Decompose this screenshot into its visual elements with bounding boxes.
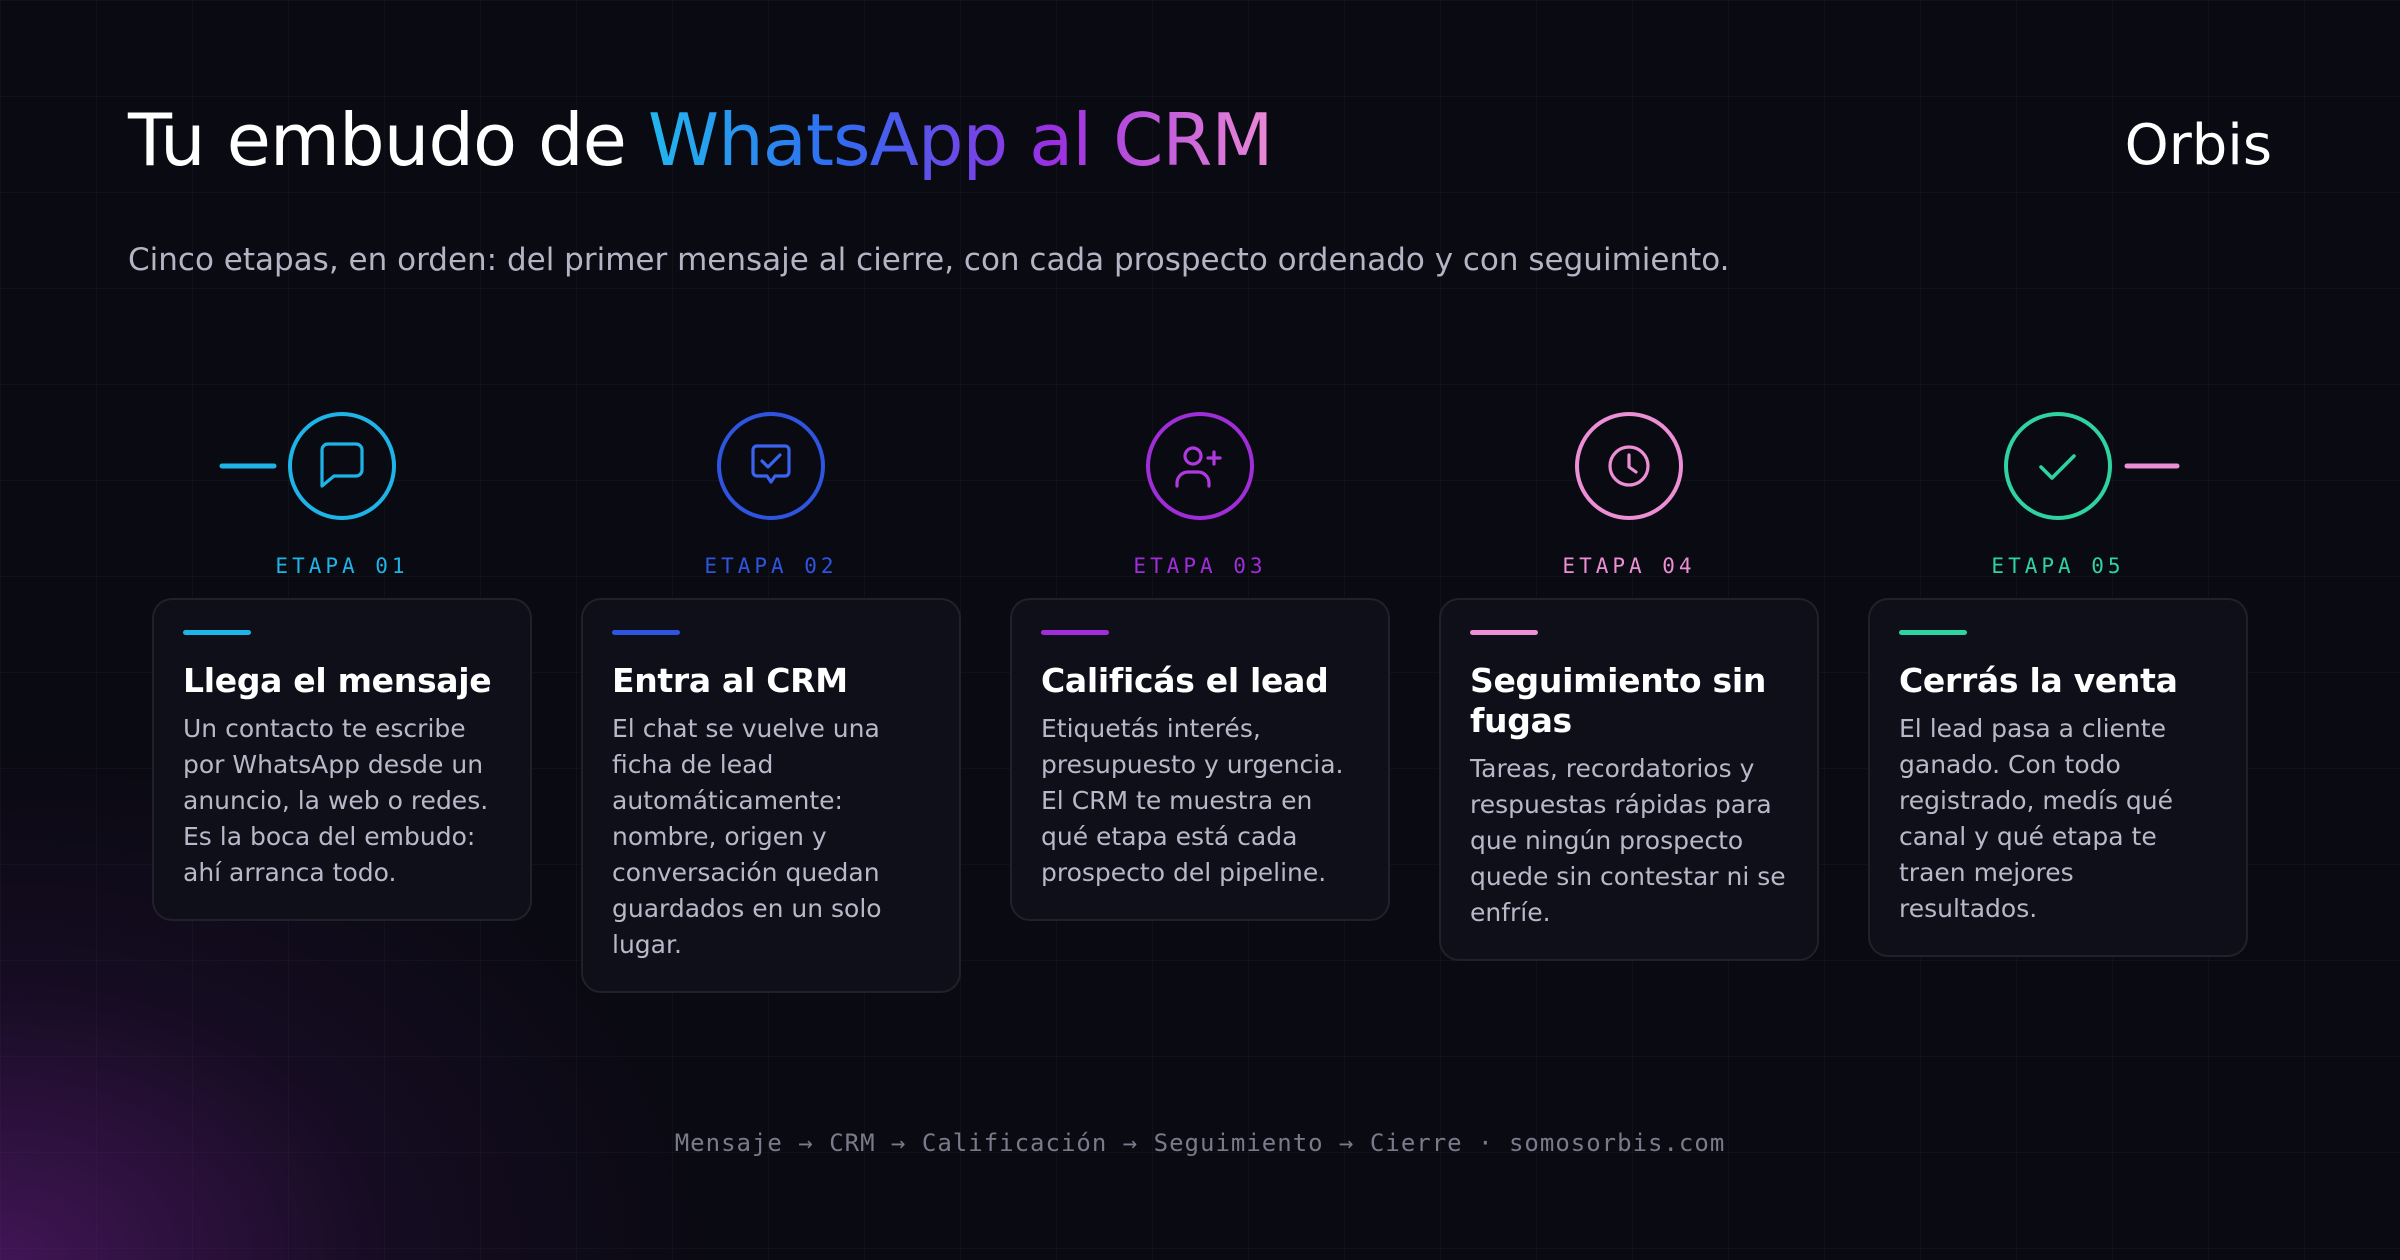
brand-logo: Orbis — [2124, 113, 2272, 178]
title-highlight: WhatsApp al CRM — [647, 98, 1274, 182]
card-description: Etiquetás interés, presupuesto y urgenci… — [1041, 714, 1344, 887]
card-accent-bar — [612, 630, 680, 635]
message-icon — [320, 442, 364, 488]
stage-node-3 — [1146, 412, 1254, 520]
user-plus-icon — [1175, 446, 1222, 488]
footer-flow-summary: Mensaje → CRM → Calificación → Seguimien… — [674, 1129, 1726, 1157]
stage-card-3: Calificás el lead Etiquetás interés, pre… — [1010, 598, 1390, 921]
timeline — [219, 412, 2180, 520]
stage-card-4: Seguimiento sin fugas Tareas, recordator… — [1439, 598, 1819, 961]
page-title: Tu embudo de WhatsApp al CRM — [128, 104, 1274, 176]
card-title: Seguimiento sin fugas — [1470, 661, 1767, 740]
stage-card-5: Cerrás la venta El lead pasa a cliente g… — [1868, 598, 2248, 957]
card-description: El chat se vuelve una ficha de lead auto… — [612, 714, 882, 959]
stage-card-2: Entra al CRM El chat se vuelve una ficha… — [581, 598, 961, 993]
card-accent-bar — [183, 630, 251, 635]
card-description: Tareas, recordatorios y respuestas rápid… — [1470, 754, 1786, 927]
stage-label-4: ETAPA 04 — [1562, 554, 1696, 578]
stage-node-5 — [2004, 412, 2112, 520]
title-prefix: Tu embudo de — [128, 98, 648, 182]
message-check-icon — [751, 444, 791, 484]
stage-label-2: ETAPA 02 — [704, 554, 838, 578]
stage-node-2 — [717, 412, 825, 520]
card-title: Calificás el lead — [1041, 661, 1329, 700]
stage-node-1 — [288, 412, 396, 520]
stage-label-3: ETAPA 03 — [1133, 554, 1267, 578]
card-description: Un contacto te escribe por WhatsApp desd… — [183, 714, 489, 887]
card-title: Llega el mensaje — [183, 661, 492, 700]
stage-label-1: ETAPA 01 — [275, 554, 409, 578]
clock-icon — [1608, 445, 1650, 487]
card-accent-bar — [1470, 630, 1538, 635]
stage-label-5: ETAPA 05 — [1991, 554, 2125, 578]
card-title: Cerrás la venta — [1899, 661, 2178, 700]
card-accent-bar — [1041, 630, 1109, 635]
card-description: El lead pasa a cliente ganado. Con todo … — [1899, 714, 2174, 923]
check-icon — [2039, 454, 2076, 480]
page-subtitle: Cinco etapas, en orden: del primer mensa… — [128, 242, 1730, 278]
stage-node-4 — [1575, 412, 1683, 520]
stage-card-1: Llega el mensaje Un contacto te escribe … — [152, 598, 532, 921]
card-title: Entra al CRM — [612, 661, 848, 700]
card-accent-bar — [1899, 630, 1967, 635]
